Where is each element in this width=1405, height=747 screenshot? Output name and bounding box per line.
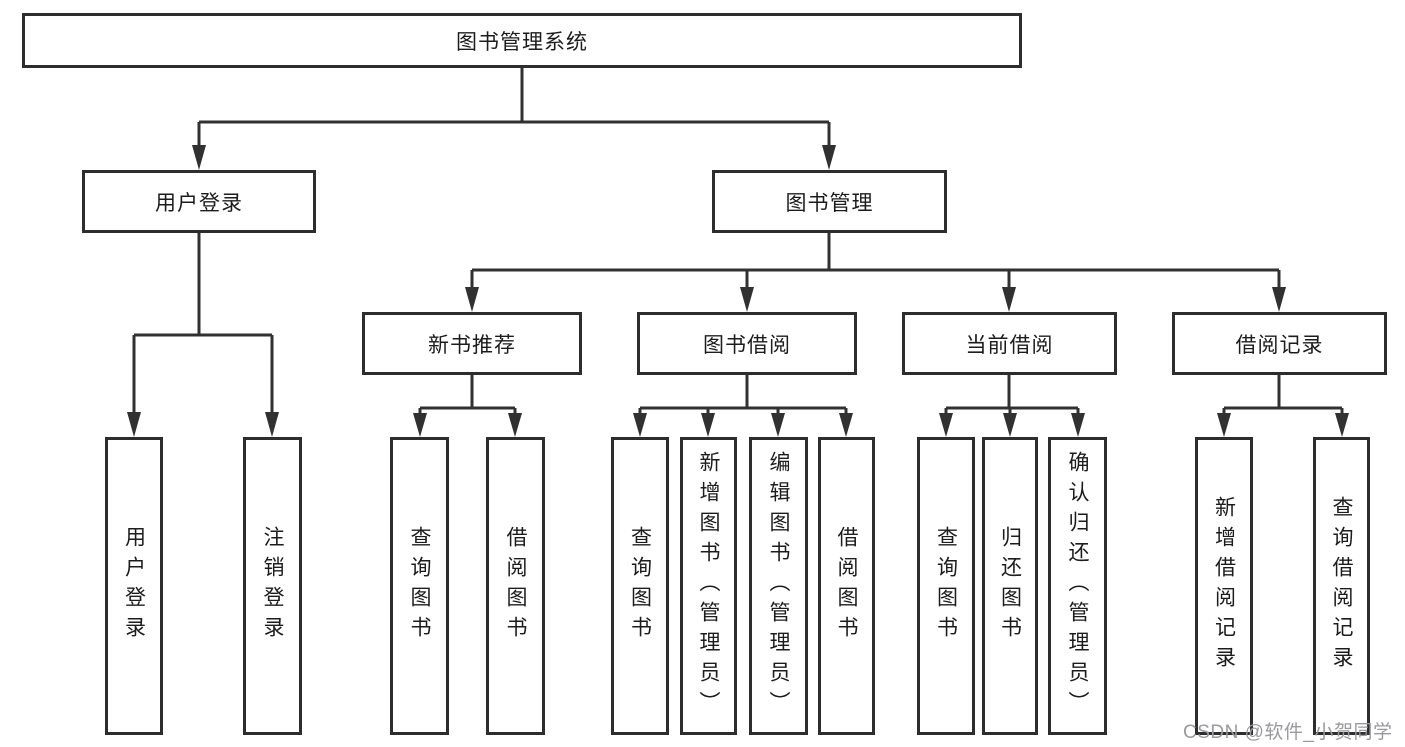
node-book-borrowing-label: 图书借阅	[703, 333, 791, 357]
leaf-add-books-admin-label: 新增图书（管理员）	[697, 451, 720, 721]
node-library-system: 图书管理系统	[22, 13, 1022, 68]
arrowheads	[127, 145, 1349, 437]
leaf-query-books-current-label: 查询图书	[934, 526, 958, 646]
node-book-management: 图书管理	[712, 170, 947, 233]
leaf-query-books-current: 查询图书	[917, 437, 975, 735]
leaf-query-borrow-record: 查询借阅记录	[1313, 437, 1370, 735]
csdn-watermark: CSDN @软件_小贺同学	[1183, 722, 1393, 743]
leaf-return-books-label: 归还图书	[998, 526, 1022, 646]
node-borrowing-records: 借阅记录	[1172, 312, 1387, 375]
node-current-borrowing: 当前借阅	[902, 312, 1117, 375]
node-new-book-recommendation-label: 新书推荐	[428, 333, 516, 357]
leaf-return-books: 归还图书	[982, 437, 1038, 735]
leaf-borrow-books-recommend: 借阅图书	[486, 437, 545, 735]
leaf-confirm-return-admin: 确认归还（管理员）	[1048, 437, 1107, 735]
leaf-user-login-label: 用户登录	[122, 526, 146, 646]
leaf-logout-label: 注销登录	[261, 526, 284, 646]
node-library-system-label: 图书管理系统	[456, 30, 588, 54]
leaf-add-borrow-record-label: 新增借阅记录	[1212, 496, 1236, 676]
leaf-user-login: 用户登录	[105, 437, 163, 735]
node-new-book-recommendation: 新书推荐	[362, 312, 582, 375]
leaf-borrow-books-borrowing: 借阅图书	[818, 437, 875, 735]
leaf-logout: 注销登录	[243, 437, 302, 735]
leaf-borrow-books-recommend-label: 借阅图书	[504, 526, 527, 646]
leaf-borrow-books-borrowing-label: 借阅图书	[835, 526, 858, 646]
node-user-login-label: 用户登录	[155, 191, 243, 215]
leaf-query-books-borrowing: 查询图书	[611, 437, 669, 735]
node-borrowing-records-label: 借阅记录	[1235, 333, 1324, 357]
leaf-query-borrow-record-label: 查询借阅记录	[1330, 496, 1353, 676]
node-current-borrowing-label: 当前借阅	[965, 333, 1054, 357]
leaf-query-books-recommend: 查询图书	[390, 437, 449, 735]
leaf-query-books-borrowing-label: 查询图书	[628, 526, 652, 646]
node-book-borrowing: 图书借阅	[637, 312, 857, 375]
leaf-confirm-return-admin-label: 确认归还（管理员）	[1066, 451, 1089, 721]
leaf-query-books-recommend-label: 查询图书	[408, 526, 431, 646]
leaf-add-borrow-record: 新增借阅记录	[1195, 437, 1253, 735]
leaf-edit-books-admin: 编辑图书（管理员）	[749, 437, 808, 735]
node-user-login: 用户登录	[82, 170, 316, 233]
node-book-management-label: 图书管理	[785, 191, 874, 215]
leaf-edit-books-admin-label: 编辑图书（管理员）	[767, 451, 790, 721]
leaf-add-books-admin: 新增图书（管理员）	[680, 437, 737, 735]
